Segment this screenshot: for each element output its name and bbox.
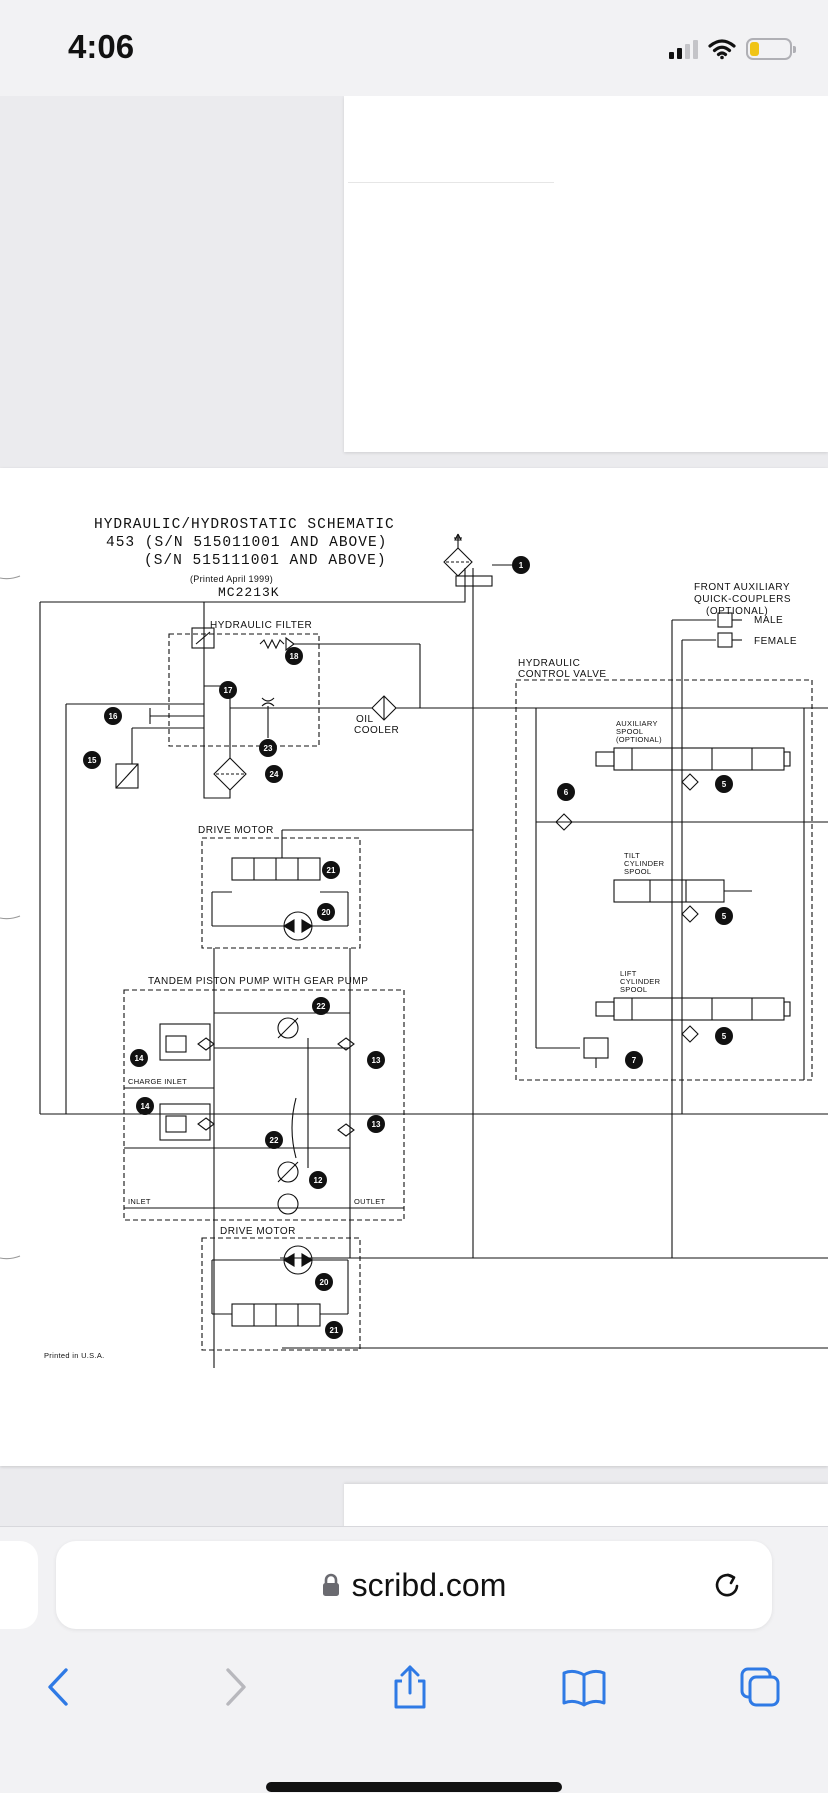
svg-text:6: 6 xyxy=(564,788,569,797)
svg-text:13: 13 xyxy=(372,1056,381,1065)
document-page-previous xyxy=(344,96,828,452)
chevron-right-icon xyxy=(226,1668,246,1706)
svg-text:20: 20 xyxy=(320,1278,329,1287)
svg-text:7: 7 xyxy=(632,1056,637,1065)
svg-text:1: 1 xyxy=(519,561,524,570)
home-indicator[interactable] xyxy=(266,1782,562,1792)
label-front-aux-1: FRONT AUXILIARY xyxy=(694,582,790,593)
label-front-aux-2: QUICK-COUPLERS xyxy=(694,594,791,605)
svg-text:22: 22 xyxy=(270,1136,279,1145)
chevron-left-icon xyxy=(48,1668,68,1706)
label-lift-2: CYLINDER xyxy=(620,977,661,986)
forward-button[interactable] xyxy=(206,1657,266,1717)
document-viewer[interactable]: 1 18 17 23 24 16 15 21 20 22 14 13 14 13… xyxy=(0,96,828,1526)
svg-text:17: 17 xyxy=(224,686,233,695)
label-drive-motor-bottom: DRIVE MOTOR xyxy=(220,1226,296,1237)
schematic-doc-number: MC2213K xyxy=(218,585,280,600)
share-icon xyxy=(394,1665,426,1709)
svg-text:5: 5 xyxy=(722,780,727,789)
battery-icon xyxy=(746,38,796,60)
label-printed-usa: Printed in U.S.A. xyxy=(44,1351,105,1360)
document-page-next xyxy=(344,1484,828,1526)
svg-text:15: 15 xyxy=(88,756,97,765)
hydraulic-schematic-diagram: 1 18 17 23 24 16 15 21 20 22 14 13 14 13… xyxy=(0,517,828,1368)
svg-text:24: 24 xyxy=(270,770,279,779)
label-drive-motor-top: DRIVE MOTOR xyxy=(198,825,274,836)
callout-group: 1 18 17 23 24 16 15 21 20 22 14 13 14 13… xyxy=(83,556,733,1339)
label-aux-spool-2: SPOOL xyxy=(616,727,643,736)
label-control-valve-2: CONTROL VALVE xyxy=(518,669,607,680)
svg-text:16: 16 xyxy=(109,712,118,721)
label-male: MALE xyxy=(754,615,783,626)
status-bar: 4:06 xyxy=(0,0,828,96)
tabs-icon xyxy=(740,1667,780,1707)
label-oil: OIL xyxy=(356,714,374,725)
book-icon xyxy=(562,1669,606,1707)
previous-tab-preview[interactable] xyxy=(0,1541,38,1629)
svg-text:20: 20 xyxy=(322,908,331,917)
wifi-icon xyxy=(708,39,736,60)
svg-text:21: 21 xyxy=(330,1326,339,1335)
svg-text:5: 5 xyxy=(722,1032,727,1041)
label-charge-inlet: CHARGE INLET xyxy=(128,1077,187,1086)
svg-text:5: 5 xyxy=(722,912,727,921)
reload-icon[interactable] xyxy=(710,1567,746,1603)
label-tilt-2: CYLINDER xyxy=(624,859,665,868)
schematic-title-line2: 453 (S/N 515011001 AND ABOVE) xyxy=(106,535,387,551)
address-bar[interactable]: scribd.com xyxy=(56,1541,772,1629)
svg-text:12: 12 xyxy=(314,1176,323,1185)
svg-text:14: 14 xyxy=(141,1102,150,1111)
cellular-signal-icon xyxy=(669,39,698,59)
document-page-schematic: 1 18 17 23 24 16 15 21 20 22 14 13 14 13… xyxy=(0,468,828,1466)
label-tandem-pump: TANDEM PISTON PUMP WITH GEAR PUMP xyxy=(148,976,368,987)
svg-text:23: 23 xyxy=(264,744,273,753)
label-tilt-1: TILT xyxy=(624,851,640,860)
bookmarks-button[interactable] xyxy=(554,1657,614,1717)
schematic-printed-date: (Printed April 1999) xyxy=(190,574,273,584)
label-lift-1: LIFT xyxy=(620,969,637,978)
back-button[interactable] xyxy=(28,1657,88,1717)
label-aux-spool-3: (OPTIONAL) xyxy=(616,735,662,744)
label-inlet: INLET xyxy=(128,1197,151,1206)
status-time: 4:06 xyxy=(68,28,135,65)
label-cooler: COOLER xyxy=(354,725,399,736)
share-button[interactable] xyxy=(380,1657,440,1717)
svg-text:13: 13 xyxy=(372,1120,381,1129)
tabs-button[interactable] xyxy=(730,1657,790,1717)
label-control-valve-1: HYDRAULIC xyxy=(518,658,580,669)
browser-toolbar: scribd.com xyxy=(0,1526,828,1793)
schematic-title-line3: (S/N 515111001 AND ABOVE) xyxy=(144,553,387,569)
navigation-row xyxy=(0,1657,828,1717)
svg-text:18: 18 xyxy=(290,652,299,661)
url-text: scribd.com xyxy=(351,1566,507,1603)
label-tilt-3: SPOOL xyxy=(624,867,651,876)
label-lift-3: SPOOL xyxy=(620,985,647,994)
label-front-aux-3: (OPTIONAL) xyxy=(706,606,768,617)
label-female: FEMALE xyxy=(754,636,797,647)
label-aux-spool-1: AUXILIARY xyxy=(616,719,658,728)
svg-text:22: 22 xyxy=(317,1002,326,1011)
schematic-title-line1: HYDRAULIC/HYDROSTATIC SCHEMATIC xyxy=(94,517,395,533)
svg-text:21: 21 xyxy=(327,866,336,875)
label-hydraulic-filter: HYDRAULIC FILTER xyxy=(210,620,312,631)
label-outlet: OUTLET xyxy=(354,1197,386,1206)
svg-text:14: 14 xyxy=(135,1054,144,1063)
status-icons xyxy=(669,34,796,64)
lock-icon xyxy=(322,1573,339,1596)
